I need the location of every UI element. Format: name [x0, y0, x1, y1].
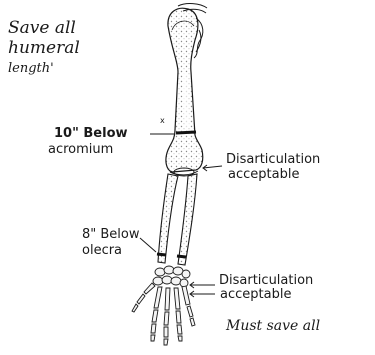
label-8-below-olecra-line2: olecra — [82, 244, 122, 257]
hand-bones — [132, 283, 195, 345]
label-save-humeral-line3: length' — [8, 62, 54, 75]
humerus-bone — [166, 8, 203, 172]
label-save-humeral-line2: humeral — [8, 40, 80, 57]
label-must-save-all: Must save all — [226, 319, 320, 333]
label-elbow-disarticulation-line1: Disarticulation — [226, 153, 320, 166]
label-small-mark: x — [160, 117, 165, 125]
label-elbow-disarticulation-line2: acceptable — [228, 168, 299, 181]
label-save-humeral-line1: Save all — [8, 20, 76, 37]
label-10-below-acromium-line1: 10" Below — [54, 127, 128, 140]
carpal-bones — [153, 266, 190, 287]
label-wrist-disarticulation-line1: Disarticulation — [219, 274, 313, 287]
label-8-below-olecra-line1: 8" Below — [82, 228, 140, 241]
label-wrist-disarticulation-line2: acceptable — [220, 288, 291, 301]
forearm-bones — [158, 174, 197, 265]
label-10-below-acromium-line2: acromium — [48, 143, 113, 156]
humerus-cut-marker — [176, 132, 196, 133]
